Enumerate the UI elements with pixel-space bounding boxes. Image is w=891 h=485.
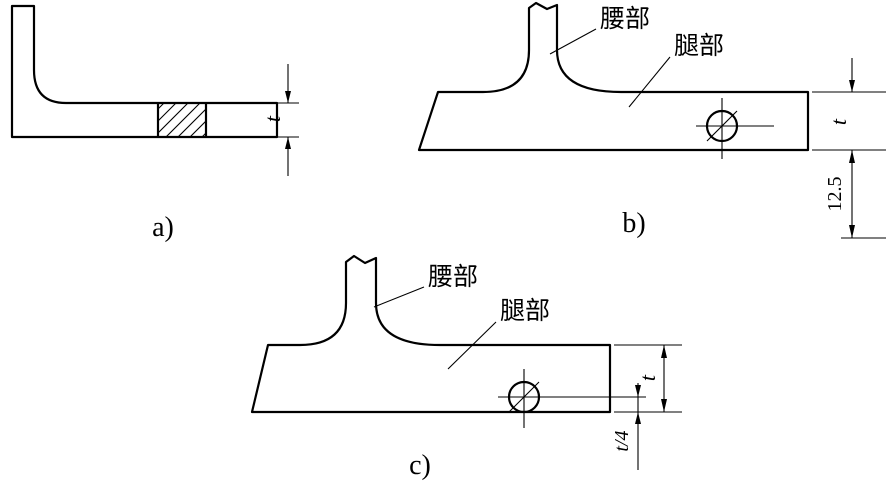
figure-c: 腰部 腿部 t t/4 c) (250, 254, 682, 481)
dim-thickness-c-label: t (635, 374, 660, 381)
arrowhead-down (661, 399, 667, 412)
dim-offset-c-label: t/4 (611, 430, 633, 451)
leader-lines-c (373, 286, 497, 370)
arrowhead-up (661, 345, 667, 358)
flange-label-b: 腿部 (674, 32, 724, 60)
hatch-lines (157, 102, 207, 138)
figure-b: 腰部 腿部 t 12.5 b) (417, 1, 886, 239)
arrowhead-up (635, 412, 641, 424)
dim-lines-c (614, 344, 682, 470)
rail-outline-c (250, 254, 612, 414)
dim-offset-b-label: 12.5 (824, 177, 846, 212)
hole-c-centerlines (498, 369, 646, 428)
arrowhead-down (285, 91, 291, 103)
web-leader-c (373, 286, 425, 308)
angle-outline (10, 4, 279, 139)
dim-thickness-a-label: t (260, 115, 285, 122)
caption-a: a) (152, 212, 174, 243)
dim-thickness-b-label: t (826, 118, 851, 125)
caption-b: b) (622, 208, 645, 239)
arrowhead-up (849, 150, 855, 163)
flange-leader-b (628, 56, 671, 108)
arrowhead-down (849, 80, 855, 92)
arrowhead-up (285, 137, 291, 149)
hole-b-centerlines (696, 98, 774, 159)
flange-leader-c (447, 321, 497, 370)
web-leader-b (549, 28, 597, 55)
dim-lines-b (812, 58, 886, 239)
dim-thickness-a (277, 64, 299, 176)
leader-lines-b (549, 28, 671, 108)
hole-slash (508, 381, 540, 413)
caption-c: c) (409, 450, 431, 481)
arrowhead-down (849, 225, 855, 238)
flange-label-c: 腿部 (500, 297, 550, 325)
web-label-b: 腰部 (600, 5, 650, 33)
section-cut-lines (156, 103, 208, 137)
arrowhead-down (635, 385, 641, 397)
hole-slash (706, 110, 738, 142)
figure-a: t a) (10, 4, 299, 243)
web-label-c: 腰部 (428, 263, 478, 291)
rail-outline-b (417, 1, 810, 152)
